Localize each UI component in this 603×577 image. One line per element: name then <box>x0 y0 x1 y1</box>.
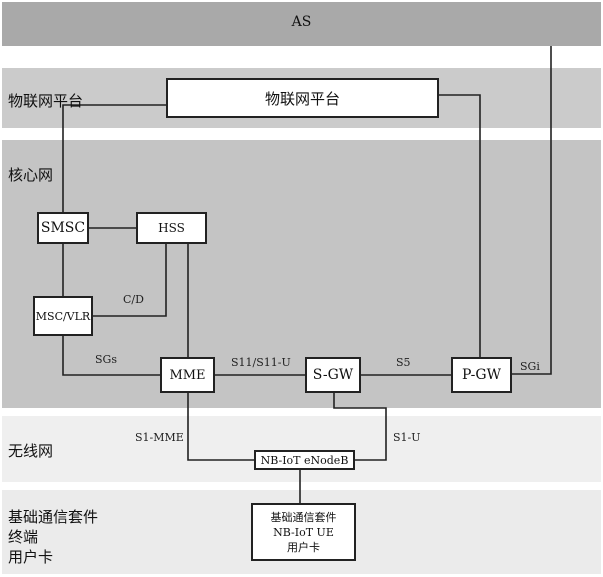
ue-label-line1: 基础通信套件 <box>270 510 337 524</box>
terminal-layer-label-line3: 用户卡 <box>8 548 54 566</box>
terminal-layer-label-line2: 终端 <box>8 528 39 546</box>
link-sgw-enodeb <box>333 393 387 461</box>
as-layer-band <box>2 2 601 46</box>
interface-label-cd: C/D <box>123 293 144 306</box>
iot-platform-layer-label: 物联网平台 <box>8 92 84 110</box>
msc-vlr-node: MSC/VLR <box>33 296 93 336</box>
link-msc-mme <box>62 336 160 376</box>
link-platform-smsc <box>62 104 166 212</box>
core-network-layer-label: 核心网 <box>8 166 54 184</box>
enodeb-node: NB-IoT eNodeB <box>254 450 355 470</box>
interface-label-s1-mme: S1-MME <box>135 431 184 444</box>
interface-label-s5: S5 <box>396 356 411 369</box>
smsc-node: SMSC <box>37 212 89 244</box>
radio-network-layer-band <box>2 416 601 482</box>
interface-label-s1-u: S1-U <box>393 431 421 444</box>
interface-label-sgs: SGs <box>95 353 117 366</box>
link-as-pgw <box>512 46 552 375</box>
terminal-layer-label-line1: 基础通信套件 <box>8 508 99 526</box>
as-label: AS <box>291 14 312 30</box>
interface-label-sgi: SGi <box>520 360 540 373</box>
mme-node: MME <box>160 357 215 393</box>
link-platform-pgw <box>439 94 481 357</box>
link-hss-msc <box>93 244 167 317</box>
link-mme-enodeb <box>187 393 254 461</box>
ue-node: 基础通信套件 NB-IoT UE 用户卡 <box>251 503 356 561</box>
radio-network-layer-label: 无线网 <box>8 442 54 460</box>
ue-label-line2: NB-IoT UE <box>273 525 334 539</box>
pgw-node: P-GW <box>451 357 512 393</box>
interface-label-s11: S11/S11-U <box>231 356 291 369</box>
hss-node: HSS <box>136 212 207 244</box>
sgw-node: S-GW <box>305 357 361 393</box>
ue-label-line3: 用户卡 <box>287 540 320 554</box>
iot-platform-node: 物联网平台 <box>166 78 439 118</box>
